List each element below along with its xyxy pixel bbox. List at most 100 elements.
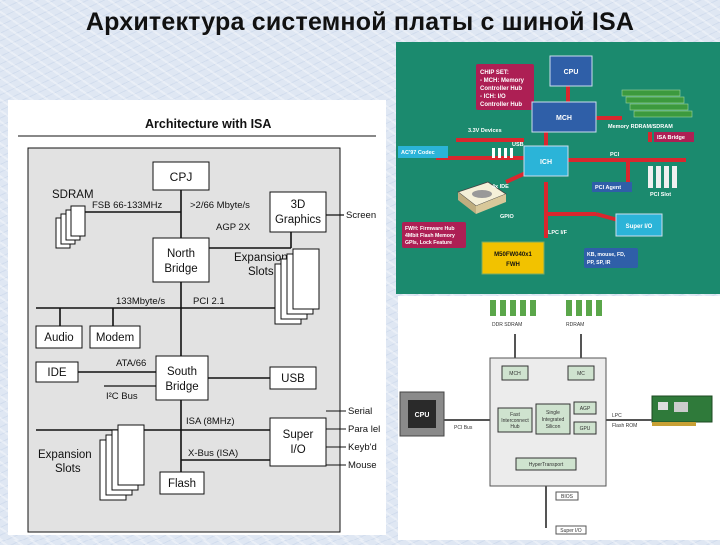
ide-box: [35, 361, 79, 383]
bus-gpio: [544, 182, 596, 216]
chipset-note-5: Controller Hub: [480, 102, 522, 108]
south-bridge-label-1: South: [167, 366, 197, 378]
flash-label: Flash: [168, 478, 196, 490]
integrated-silicon-label-1: Single: [546, 410, 560, 416]
north-bridge-label-1: North: [167, 248, 195, 260]
fwh-note-3: GPIs, Lock Feature: [405, 240, 452, 246]
north-bridge-box: [152, 237, 210, 283]
isa-expansion-label-1: Expansion: [38, 449, 92, 461]
usb-box: [269, 366, 317, 390]
isa-architecture-diagram: Architecture with ISA CPJ SDRAM: [8, 100, 386, 535]
i2c-label: I²C Bus: [106, 391, 138, 402]
gpu-block: [573, 421, 597, 435]
modem-box: [89, 325, 141, 349]
keyboard-label: Keyb'd: [348, 442, 377, 453]
fwh-note-1: FWH: Firmware Hub: [405, 226, 455, 232]
pci-agent-chip: [592, 182, 632, 192]
bios-label: BIOS: [561, 494, 574, 500]
mch-block: [501, 365, 529, 381]
fwh-callout: [402, 222, 466, 248]
agp-block: [573, 401, 597, 415]
screen-label: Screen: [346, 210, 376, 221]
fwh-chip-label-1: M50FW040x1: [494, 252, 532, 258]
pci-label: PCI: [610, 152, 620, 158]
expansion-slots-label-2: Slots: [248, 266, 274, 278]
graphics-label-2: Graphics: [275, 214, 321, 226]
expansion-slots-label-1: Expansion: [234, 252, 288, 264]
isa-expansion-label-2: Slots: [55, 463, 81, 475]
memory-links: [514, 334, 582, 358]
devices-label: 3.3V Devices: [468, 128, 502, 134]
mc-block: [567, 365, 595, 381]
superio-chip: [615, 213, 663, 237]
isa-bridge-label: ISA Bridge: [657, 135, 685, 141]
slide-title: Архитектура системной платы с шиной ISA: [85, 8, 635, 36]
graphics-label-1: 3D: [291, 199, 306, 211]
fast-hub-label-2: Interconnect: [501, 418, 529, 424]
pci-rate-label: 133Mbyte/s: [116, 296, 165, 307]
ac97-label: AC'97 Codec: [401, 150, 435, 156]
memory-row-left: [490, 300, 536, 316]
pci-slot-label: PCI Slot: [650, 192, 671, 198]
flash-note: Flash ROM: [612, 423, 637, 429]
usb-label: USB: [281, 373, 305, 385]
fsb-rate-label: >2/66 Mbyte/s: [190, 200, 250, 211]
isa-label: ISA (8MHz): [186, 416, 235, 427]
mch-block-label: MCH: [509, 371, 521, 377]
audio-label: Audio: [44, 332, 73, 344]
serial-label: Serial: [348, 406, 372, 417]
chipset-block-diagram: CHIP SET: - MCH: Memory Controller Hub -…: [396, 42, 720, 294]
mouse-label: Mouse: [348, 460, 377, 471]
flash-box: [159, 471, 205, 495]
peripherals-note-1: KB, mouse, FD,: [587, 252, 626, 258]
memory-label: Memory RDRAM/SDRAM: [608, 124, 673, 130]
lpc-note: LPC: [612, 413, 622, 419]
audio-box: [35, 325, 83, 349]
pci-slots: [648, 166, 677, 188]
usb-label: USB: [512, 142, 524, 148]
expansion-card-icon: [651, 395, 713, 426]
fast-hub-label-1: Fast: [510, 412, 520, 418]
south-bridge-box: [155, 355, 209, 401]
cpu-box: [152, 161, 210, 191]
ide-label: IDE: [47, 367, 67, 379]
hard-disk-icon: [457, 181, 507, 214]
fast-hub-block: [497, 407, 533, 433]
cpu-label: CPJ: [170, 170, 193, 184]
modem-label: Modem: [96, 332, 134, 344]
cpu-die-label: CPU: [415, 412, 430, 419]
diagram-title: Architecture with ISA: [145, 117, 271, 131]
fwh-chip-label-2: FWH: [506, 262, 520, 268]
graphics-box: [269, 191, 327, 233]
chipset-note-2: - MCH: Memory: [480, 78, 525, 84]
usb-ports: [492, 148, 513, 158]
chipset-callout: [476, 64, 534, 110]
pci-agent-label: PCI Agent: [595, 185, 621, 191]
isa-bridge-chip: [654, 132, 694, 142]
hypertransport-block: [515, 457, 577, 471]
superio-label-1: Super: [283, 429, 314, 441]
mch-chip-label: MCH: [556, 115, 572, 122]
peripherals-callout: [584, 248, 638, 268]
chipset-note-1: CHIP SET:: [480, 70, 509, 76]
ata-label: ATA/66: [116, 358, 146, 369]
chipset-note-4: - ICH: I/O: [480, 94, 506, 100]
gpio-label: GPIO: [500, 214, 514, 220]
agp-block-label: AGP: [580, 406, 591, 412]
ac97-chip: [398, 146, 448, 158]
ich-chip-label: ICH: [540, 159, 552, 166]
hypertransport-label: HyperTransport: [529, 462, 564, 468]
cpu-chip-label: CPU: [564, 69, 579, 76]
integrated-silicon-label-2: Integrated: [542, 417, 565, 423]
isa-slot-card-4: [117, 424, 145, 486]
fwh-chip: [481, 241, 545, 275]
cpu-die: [408, 400, 436, 428]
sdram-module-4: [70, 205, 86, 237]
parallel-label: Para lel: [348, 424, 380, 435]
superio-block: [555, 525, 587, 535]
memory-note-right: RDRAM: [566, 322, 584, 328]
superio-label-2: I/O: [290, 444, 305, 456]
superio-box: [269, 417, 327, 467]
fast-hub-label-3: Hub: [510, 424, 519, 430]
north-bridge-label-2: Bridge: [164, 263, 197, 275]
